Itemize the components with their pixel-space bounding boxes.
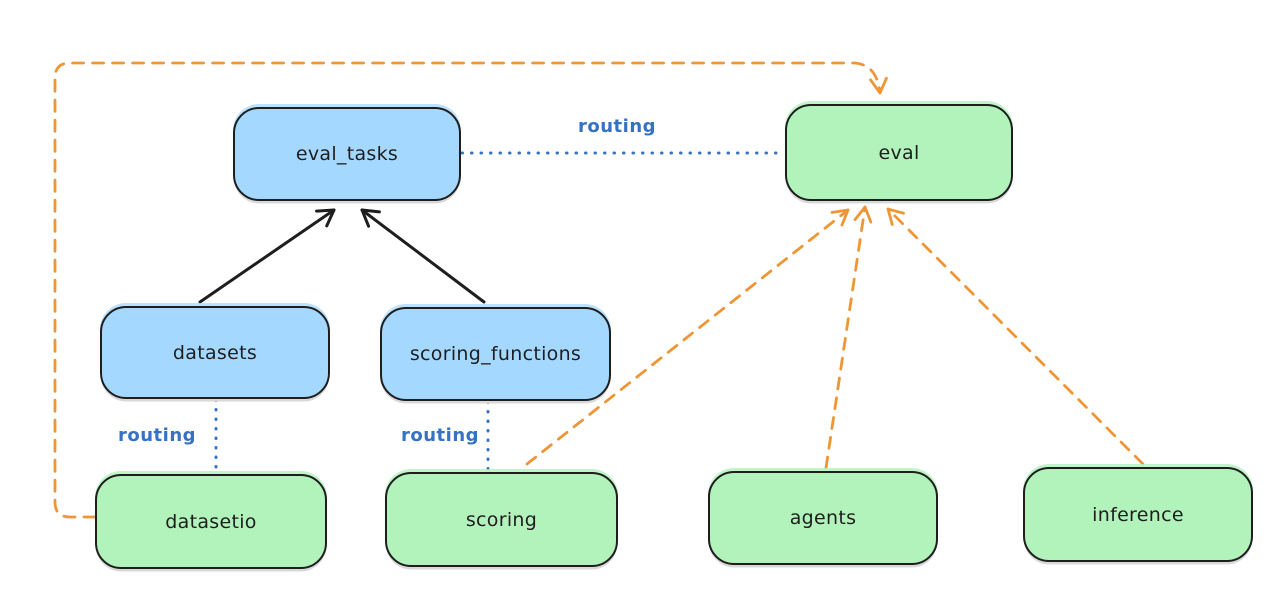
node-eval: eval	[785, 104, 1013, 201]
node-scoring: scoring	[385, 472, 618, 567]
edge-agents-eval	[824, 205, 873, 470]
edge-datasetio-eval	[53, 61, 888, 519]
node-datasets-label: datasets	[172, 341, 258, 364]
node-inference: inference	[1023, 467, 1253, 562]
node-scoring-label: scoring	[465, 508, 538, 531]
edge-inference-eval	[886, 207, 1145, 466]
node-inference-label: inference	[1092, 503, 1184, 526]
edge-label-routing-scoring: routing	[401, 425, 480, 446]
edge-label-routing-datasets: routing	[118, 425, 197, 446]
node-datasetio-label: datasetio	[165, 510, 257, 533]
edge-label-routing-top: routing	[577, 116, 657, 137]
node-scoring_functions: scoring_functions	[380, 307, 611, 401]
node-datasetio: datasetio	[95, 474, 327, 569]
node-eval-label: eval	[878, 141, 920, 164]
node-scoring_functions-label: scoring_functions	[409, 343, 582, 365]
node-eval_tasks-label: eval_tasks	[295, 143, 399, 165]
edge-scoring_functions-eval_tasks	[360, 208, 486, 304]
node-eval_tasks: eval_tasks	[233, 107, 461, 201]
node-agents-label: agents	[789, 507, 857, 529]
node-agents: agents	[708, 471, 938, 565]
edge-datasets-eval_tasks	[198, 208, 336, 304]
node-datasets: datasets	[100, 306, 330, 399]
